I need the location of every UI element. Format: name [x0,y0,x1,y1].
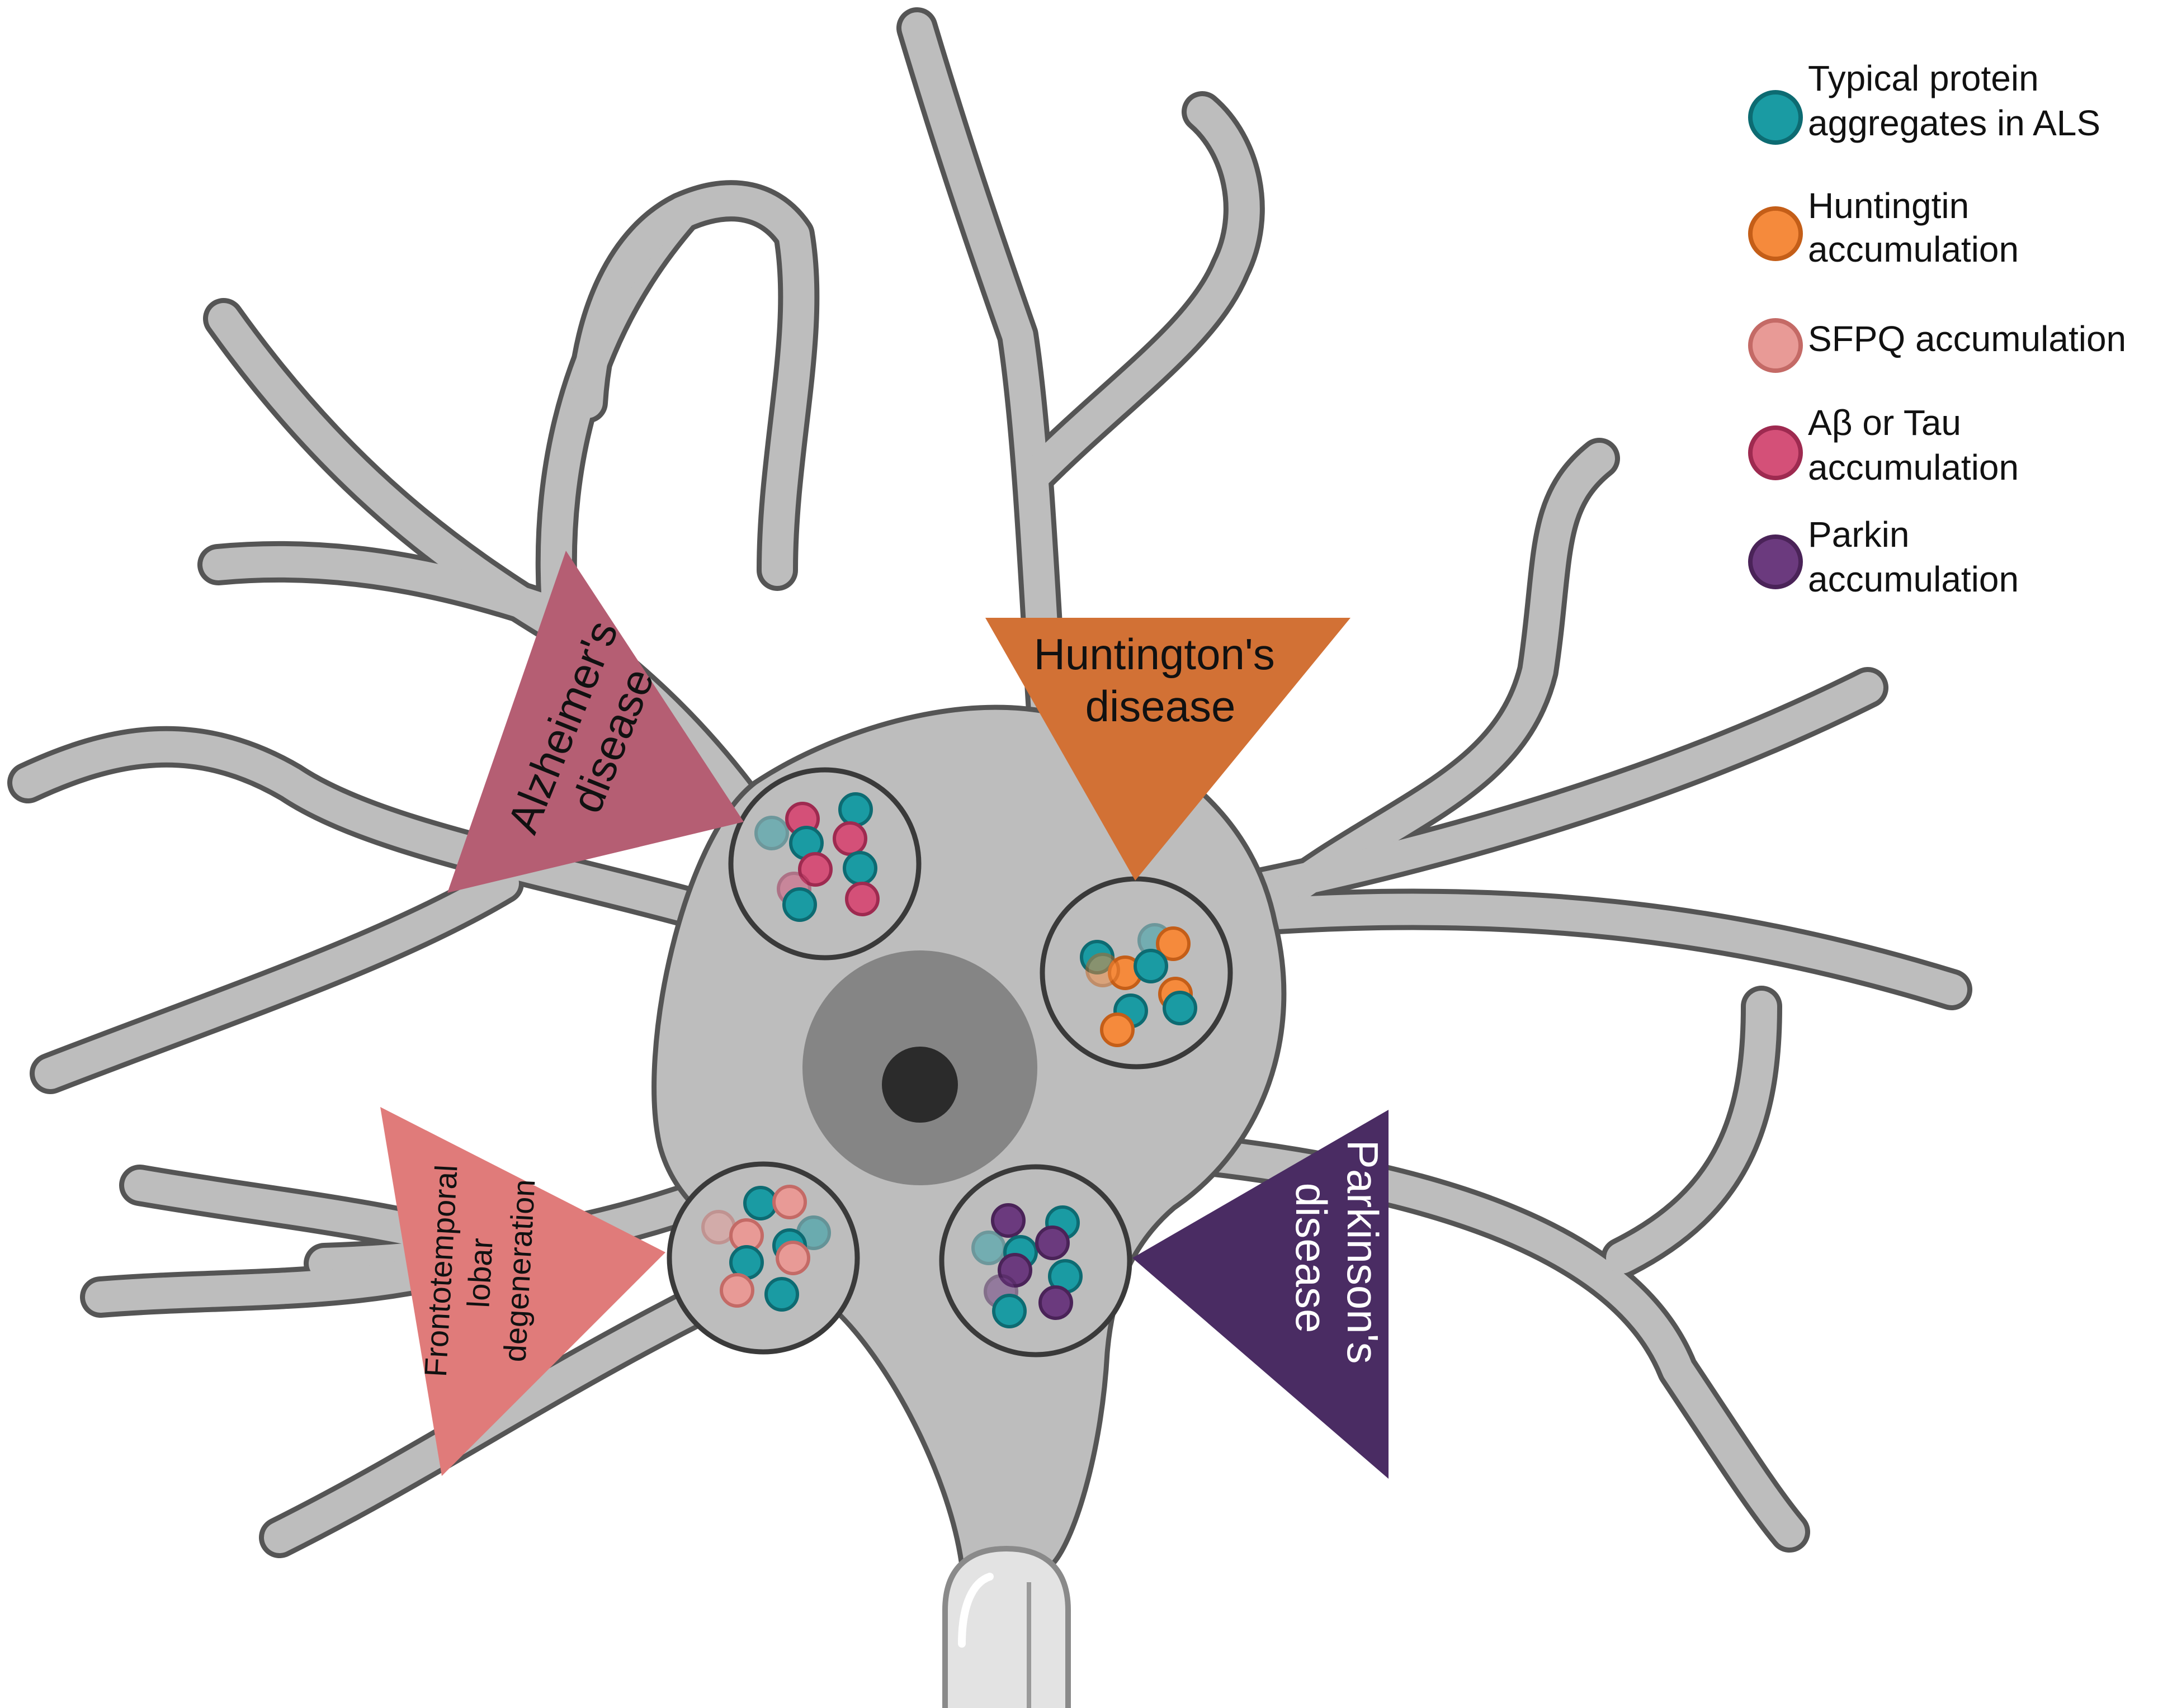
vesicle-parkinsons [939,1164,1132,1357]
aggregate-particle [1038,1285,1073,1320]
svg-text:Aβ or Tau accumulation: Aβ or Tau accumulation [1808,403,2019,488]
aggregate-particle [833,821,867,856]
legend-huntingtin-line1: Huntingtin [1808,186,1969,226]
huntingtons-label-line2: disease [1085,682,1236,731]
legend-huntingtin-line2: accumulation [1808,229,2019,269]
legend-item-als: Typical protein aggregates in ALS [1748,58,2100,145]
als-aggregate-swatch [1748,90,1803,145]
aggregate-particle [798,852,833,887]
aggregate-particle [754,816,789,850]
huntingtin-swatch [1748,206,1803,261]
vesicle-huntingtons [1040,876,1233,1070]
axon-terminal [942,1545,1071,1708]
aggregate-particle [1085,953,1120,987]
huntingtons-label-line1: Huntington's [1034,630,1275,679]
legend-als-line1: Typical protein [1808,58,2039,98]
sfpq-swatch [1748,318,1803,373]
svg-text:Typical protein aggreg: Typical protein aggregates in ALS [1808,58,2100,143]
aggregate-particle [720,1273,754,1308]
alzheimers-marker: Alzheimer's disease [447,551,744,893]
legend-parkin-line1: Parkin [1808,514,1909,555]
parkinsons-label-line1: Parkinson's [1338,1140,1387,1364]
aggregate-particle [838,792,873,827]
legend-als-line2: aggregates in ALS [1808,103,2100,143]
legend-sfpq-line1: SFPQ accumulation [1808,319,2126,359]
aggregate-particle [845,882,880,916]
legend-abeta-line2: accumulation [1808,447,2019,488]
aggregate-particle [743,1186,778,1220]
aggregate-particle [776,1241,810,1275]
parkinsons-label-line2: disease [1287,1183,1336,1333]
legend: Typical protein aggregates in ALS Huntin… [1748,58,2126,599]
aggregate-particle [764,1277,799,1312]
aggregate-particle [991,1203,1026,1238]
legend-item-sfpq: SFPQ accumulation [1748,318,2126,373]
ftld-label-line2: lobar [460,1237,499,1309]
aggregate-particle [1035,1226,1070,1260]
abeta-tau-swatch [1748,425,1803,480]
svg-text:SFPQ accumulation: SFPQ accumulation [1808,319,2126,359]
parkinsons-marker: Parkinson's disease [1132,1110,1389,1479]
vesicle-ftld [667,1161,860,1355]
aggregate-particle [772,1185,807,1219]
aggregate-particle [1163,991,1197,1025]
legend-item-huntingtin: Huntingtin accumulation [1748,186,2019,269]
legend-parkin-line2: accumulation [1808,559,2019,599]
aggregate-particle [1100,1013,1135,1047]
legend-abeta-line1: Aβ or Tau [1808,403,1961,443]
aggregate-particle [782,887,817,922]
svg-text:Parkinson's disease: Parkinson's disease [1287,1140,1387,1376]
vesicle-alzheimers [728,767,922,961]
svg-text:Parkin accumulation: Parkin accumulation [1808,514,2019,599]
aggregate-particle [843,851,877,886]
svg-text:Frontotemporal lobar: Frontotemporal lobar degeneration [418,1155,542,1381]
legend-item-parkin: Parkin accumulation [1748,514,2019,599]
parkin-swatch [1748,534,1803,589]
ftld-marker: Frontotemporal lobar degeneration [380,1107,665,1476]
legend-item-abeta-tau: Aβ or Tau accumulation [1748,403,2019,488]
aggregate-particle [1134,949,1168,983]
svg-text:Huntingtin accumulatio: Huntingtin accumulation [1808,186,2019,269]
aggregate-particle [971,1231,1006,1265]
huntingtons-marker: Huntington's disease [985,618,1350,881]
svg-text:Huntington's disease: Huntington's disease [1034,630,1287,731]
aggregate-particle [992,1294,1027,1328]
nucleolus [882,1047,958,1123]
aggregate-particle [1156,926,1191,961]
